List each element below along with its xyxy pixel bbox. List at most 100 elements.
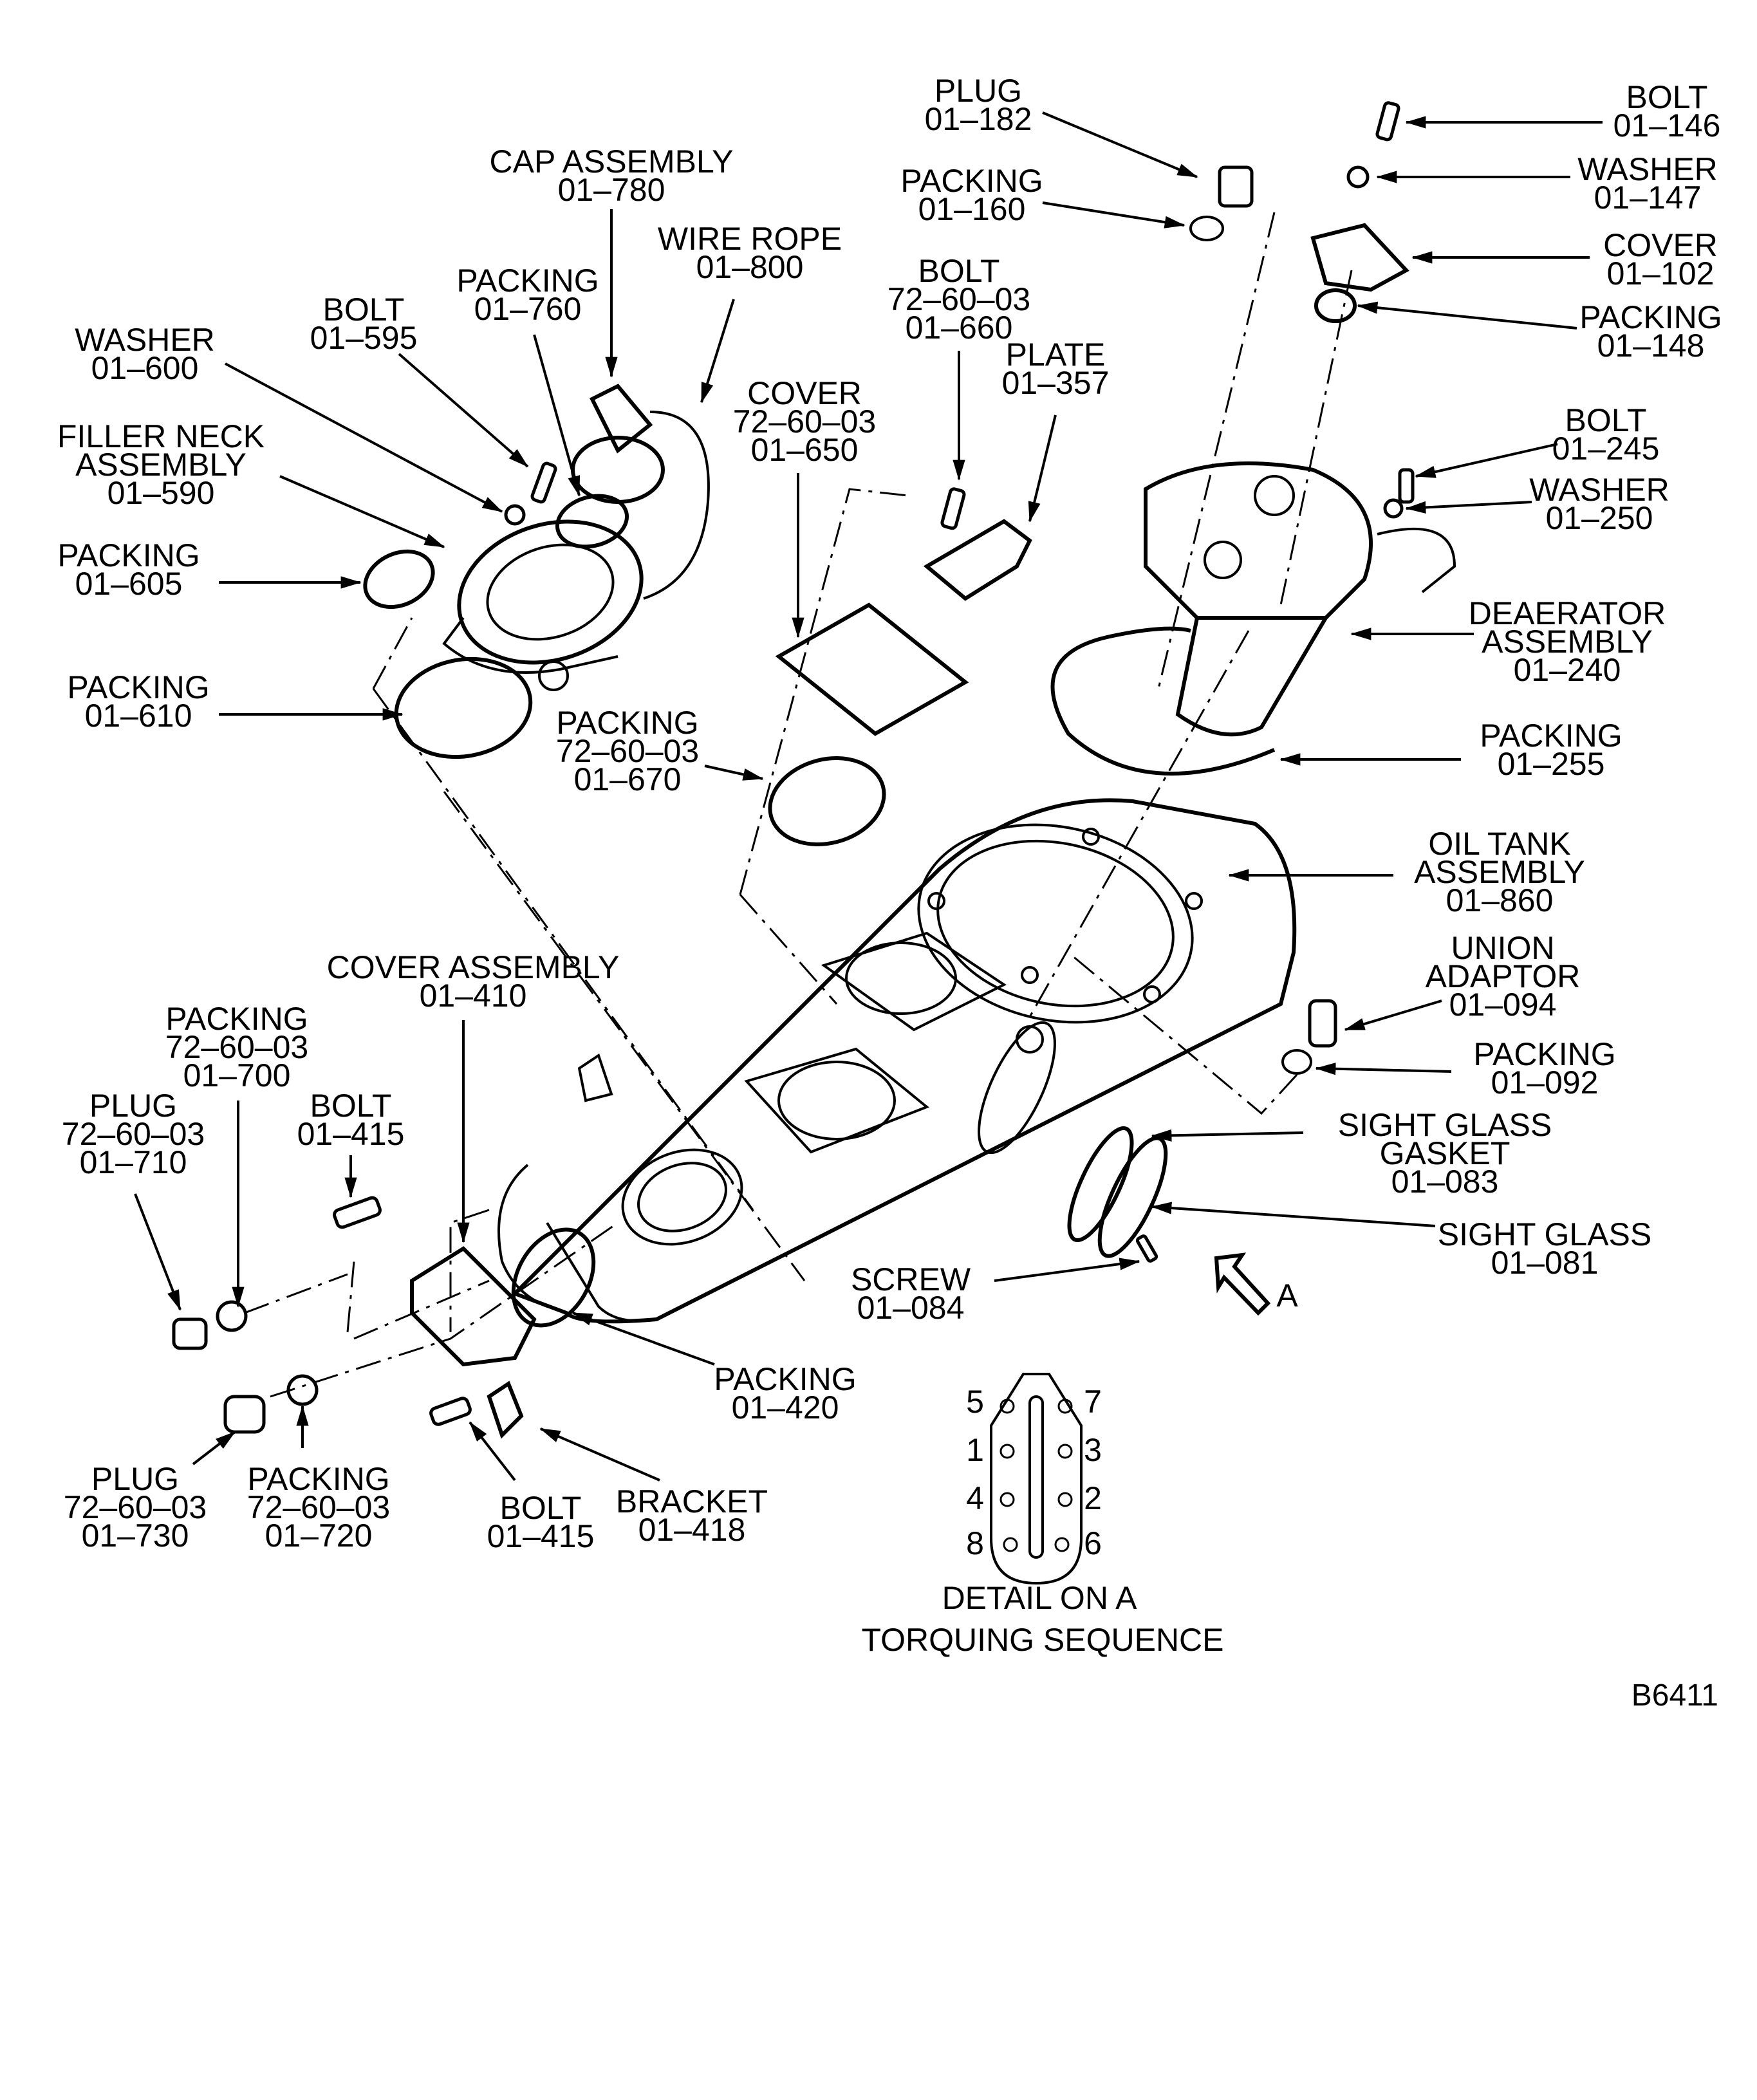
callout-part-name: WASHER — [1577, 151, 1718, 187]
callout-part-number: ASSEMBLY — [75, 447, 246, 483]
leader-arrow — [279, 475, 445, 548]
callout-part-number: 01–595 — [310, 320, 418, 356]
leader-arrow — [134, 1193, 181, 1311]
callout-part-number: 01–415 — [297, 1116, 405, 1152]
callout-part-number: 72–60–03 — [556, 733, 699, 769]
torque-seq-left-1: 5 — [966, 1384, 984, 1420]
detail-sight-glass-outline — [990, 1373, 1083, 1585]
bolt-245-part — [1398, 468, 1415, 504]
washer-250-part — [1383, 498, 1404, 519]
callout-part-number: 01–590 — [107, 475, 215, 511]
callout-part-number: 01–148 — [1597, 328, 1705, 364]
leader-arrow — [1415, 443, 1558, 478]
figure-id: B6411 — [1632, 1678, 1718, 1713]
callout-part-name: PLATE — [1006, 337, 1106, 373]
bolt-146-part — [1375, 101, 1400, 142]
callout-part-name: COVER ASSEMBLY — [327, 949, 620, 985]
torque-seq-right-1: 7 — [1084, 1384, 1102, 1420]
callout-part-number: 01–094 — [1449, 987, 1557, 1023]
callout-part-number: 01–600 — [91, 350, 199, 386]
callout-part-number: 72–60–03 — [62, 1116, 205, 1152]
callout-part-name: CAP ASSEMBLY — [490, 144, 734, 180]
callout-part-name: PACKING — [900, 163, 1043, 199]
callout-part-name: COVER — [1603, 227, 1718, 263]
leader-arrow — [1357, 301, 1577, 330]
callout-part-name: BOLT — [310, 1088, 392, 1124]
callout-part-name: DEAERATOR — [1469, 595, 1666, 631]
packing-ring-420 — [511, 1227, 596, 1328]
callout-part-name: OIL TANK — [1428, 826, 1570, 862]
callout-labels: PLUG01–182BOLT01–146WASHER01–147PACKING0… — [57, 73, 1722, 1554]
callout-part-name: BOLT — [918, 253, 1000, 289]
callout-part-name: PACKING — [556, 705, 698, 741]
torque-seq-right-2: 3 — [1084, 1432, 1102, 1468]
callout-part-number: 72–60–03 — [733, 404, 876, 440]
callout-part-name: FILLER NECK — [57, 418, 265, 454]
callout-part-name: WIRE ROPE — [658, 221, 842, 257]
callout-part-number: 01–760 — [474, 291, 582, 327]
callout-part-name: BOLT — [1565, 402, 1647, 438]
callout-part-name: SCREW — [851, 1261, 971, 1297]
leader-arrow — [225, 362, 503, 513]
callout-part-name: PACKING — [1480, 718, 1622, 754]
callout-part-number: 01–800 — [696, 249, 804, 285]
packing-ring-610 — [394, 656, 533, 759]
callout-part-number: 72–60–03 — [64, 1489, 207, 1525]
callout-part-number: 01–730 — [82, 1518, 189, 1554]
callout-part-number: 01–146 — [1613, 107, 1721, 144]
detail-bolt-holes — [999, 1398, 1073, 1552]
callout-part-name: PACKING — [714, 1361, 856, 1397]
leader-arrow — [1028, 414, 1057, 523]
callout-part-number: 01–083 — [1391, 1164, 1499, 1200]
packing-ring-092 — [1281, 1049, 1312, 1075]
callout-part-number: 01–610 — [85, 698, 192, 734]
bolt-415-upper-part — [333, 1196, 382, 1229]
screw-084-part — [1135, 1234, 1158, 1263]
callout-part-name: BOLT — [500, 1490, 582, 1526]
leader-arrow — [994, 1258, 1140, 1282]
callout-part-number: 01–081 — [1491, 1245, 1599, 1281]
leader-arrow — [1151, 1202, 1436, 1227]
leader-arrow — [1042, 111, 1198, 178]
plug-730-part — [223, 1395, 266, 1434]
callout-part-number: ADAPTOR — [1426, 958, 1581, 994]
callout-part-number: 01–250 — [1546, 500, 1653, 536]
cover-102-part — [1310, 223, 1409, 292]
callout-part-name: PACKING — [165, 1001, 308, 1037]
callout-part-number: 01–660 — [906, 310, 1013, 346]
callout-part-number: GASKET — [1380, 1135, 1511, 1171]
detail-sight-window — [1028, 1395, 1044, 1559]
callout-part-name: COVER — [747, 375, 862, 411]
callout-part-number: 01–650 — [751, 432, 859, 468]
leader-arrow — [1151, 1129, 1304, 1142]
callout-part-name: SIGHT GLASS — [1338, 1107, 1552, 1143]
callout-part-name: BOLT — [1626, 79, 1708, 115]
leader-arrow — [700, 299, 735, 404]
callout-part-number: 01–182 — [925, 101, 1032, 137]
leader-arrow — [572, 1312, 715, 1366]
leader-arrow — [704, 765, 764, 781]
parts-drawing: A — [172, 101, 1456, 1439]
packing-ring-255 — [1050, 626, 1276, 776]
cover-650-part — [775, 602, 969, 736]
